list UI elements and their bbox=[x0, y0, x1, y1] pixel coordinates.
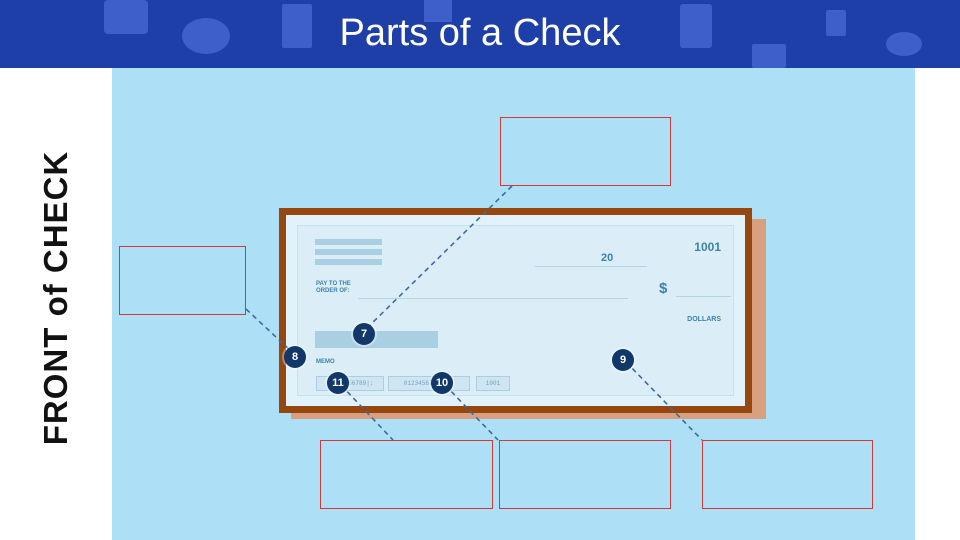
answer-box-9[interactable] bbox=[702, 440, 873, 509]
piggy-bank-icon bbox=[886, 32, 922, 56]
amount-line bbox=[676, 296, 731, 297]
payee-line bbox=[358, 298, 628, 299]
document-icon bbox=[282, 4, 312, 48]
answer-box-10[interactable] bbox=[499, 440, 671, 509]
order-of-label: ORDER OF: bbox=[316, 288, 350, 294]
callout-badge-8: 8 bbox=[284, 346, 306, 368]
check-number: 1001 bbox=[694, 240, 721, 254]
header-banner: Parts of a Check bbox=[0, 0, 960, 68]
answer-box-8[interactable] bbox=[119, 246, 246, 315]
callout-badge-7: 7 bbox=[353, 323, 375, 345]
name-address-bar bbox=[315, 259, 382, 265]
folder-icon bbox=[752, 44, 786, 68]
finance-icons-decoration bbox=[104, 0, 922, 68]
side-label: FRONT of CHECK bbox=[37, 150, 74, 446]
memo-label: MEMO bbox=[316, 359, 335, 365]
calculator-icon bbox=[680, 4, 712, 48]
answer-box-7[interactable] bbox=[500, 117, 671, 186]
wallet-icon bbox=[104, 0, 148, 34]
piggy-bank-icon bbox=[182, 18, 230, 54]
dollars-label: DOLLARS bbox=[687, 316, 721, 323]
page-title: Parts of a Check bbox=[339, 12, 621, 54]
account-number-field: 012345678900|: bbox=[388, 376, 470, 391]
check-face: 20 1001 PAY TO THE ORDER OF: $ DOLLARS M… bbox=[297, 225, 734, 396]
date-prefix: 20 bbox=[601, 252, 614, 264]
calculator-icon bbox=[424, 0, 452, 22]
callout-badge-9: 9 bbox=[612, 349, 634, 371]
answer-box-11[interactable] bbox=[320, 440, 493, 509]
callout-badge-10: 10 bbox=[431, 372, 453, 394]
pay-to-label: PAY TO THE bbox=[316, 281, 351, 287]
dollar-sign: $ bbox=[659, 280, 668, 297]
micr-check-number-field: 1001 bbox=[476, 376, 510, 391]
check-illustration: 20 1001 PAY TO THE ORDER OF: $ DOLLARS M… bbox=[279, 208, 752, 413]
written-amount-bar bbox=[315, 331, 438, 348]
callout-badge-11: 11 bbox=[327, 372, 349, 394]
date-line bbox=[535, 266, 647, 267]
name-address-bar bbox=[315, 249, 382, 255]
calculator-icon bbox=[826, 10, 846, 36]
name-address-bar bbox=[315, 239, 382, 245]
